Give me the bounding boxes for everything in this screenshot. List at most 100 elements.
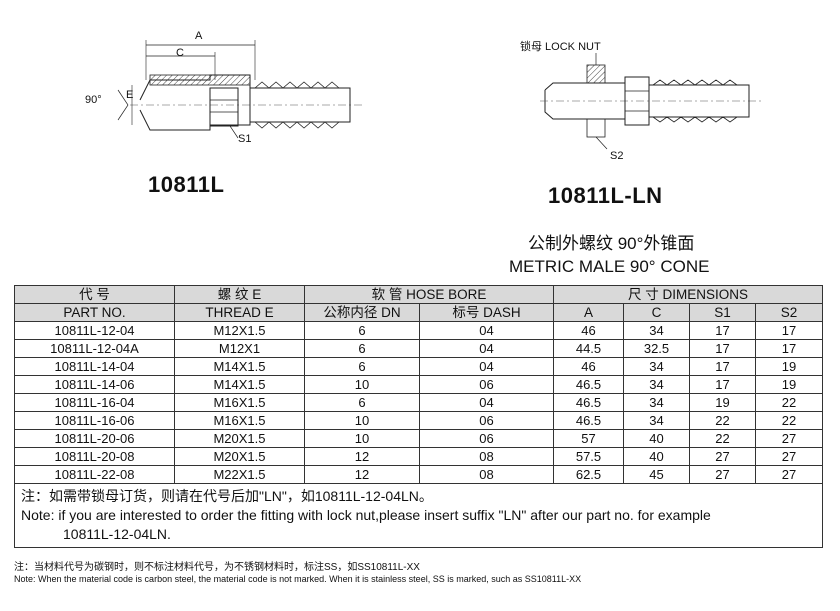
cell-part: 10811L-16-06 xyxy=(14,411,175,430)
cell-dash: 08 xyxy=(419,447,554,466)
table-row: 10811L-12-04 M12X1.5 6 04 46 34 17 17 xyxy=(14,321,824,340)
cell-c: 32.5 xyxy=(623,339,690,358)
cell-s2: 27 xyxy=(754,429,824,448)
cell-part: 10811L-14-04 xyxy=(14,357,175,376)
table-note-row: 注：如需带锁母订货，则请在代号后加"LN"，如10811L-12-04LN。 N… xyxy=(13,483,824,548)
cell-dn: 10 xyxy=(304,429,420,448)
cell-dash: 04 xyxy=(419,321,554,340)
header-dimensions: 尺 寸 DIMENSIONS xyxy=(552,285,824,304)
header-hose-bore: 软 管 HOSE BORE xyxy=(304,285,554,304)
table-row: 10811L-12-04A M12X1 6 04 44.5 32.5 17 17 xyxy=(14,339,824,358)
cell-a: 62.5 xyxy=(553,465,624,484)
cell-a: 46 xyxy=(553,321,624,340)
cell-thread: M14X1.5 xyxy=(174,357,305,376)
header-s1: S1 xyxy=(689,303,756,322)
cell-thread: M16X1.5 xyxy=(174,393,305,412)
header-part-cn: 代 号 xyxy=(14,285,175,304)
table-row: 10811L-20-08 M20X1.5 12 08 57.5 40 27 27 xyxy=(14,447,824,466)
cell-s1: 17 xyxy=(689,357,756,376)
cell-s2: 27 xyxy=(754,465,824,484)
dim-label-s2: S2 xyxy=(610,150,624,162)
cell-dash: 06 xyxy=(419,411,554,430)
cell-part: 10811L-20-06 xyxy=(14,429,175,448)
cell-part: 10811L-20-08 xyxy=(14,447,175,466)
cell-thread: M12X1 xyxy=(174,339,305,358)
cell-dn: 6 xyxy=(304,357,420,376)
table-row: 10811L-14-04 M14X1.5 6 04 46 34 17 19 xyxy=(14,357,824,376)
cell-s1: 27 xyxy=(689,465,756,484)
cell-part: 10811L-16-04 xyxy=(14,393,175,412)
dim-label-a: A xyxy=(195,30,203,42)
cell-s1: 19 xyxy=(689,393,756,412)
header-dn: 公称内径 DN xyxy=(304,303,420,322)
cell-dn: 12 xyxy=(304,465,420,484)
cell-c: 34 xyxy=(623,321,690,340)
cell-part: 10811L-12-04 xyxy=(14,321,175,340)
header-thread-en: THREAD E xyxy=(174,303,305,322)
cell-thread: M16X1.5 xyxy=(174,411,305,430)
table-row: 10811L-22-08 M22X1.5 12 08 62.5 45 27 27 xyxy=(14,465,824,484)
dim-label-c: C xyxy=(176,47,184,59)
cell-thread: M14X1.5 xyxy=(174,375,305,394)
cell-s2: 19 xyxy=(754,357,824,376)
cell-c: 34 xyxy=(623,375,690,394)
note-en-line1: Note: if you are interested to order the… xyxy=(21,507,711,523)
header-s2: S2 xyxy=(754,303,824,322)
cell-thread: M20X1.5 xyxy=(174,429,305,448)
cell-s1: 17 xyxy=(689,321,756,340)
cell-part: 10811L-14-06 xyxy=(14,375,175,394)
dim-label-angle: 90° xyxy=(85,94,102,106)
cell-a: 57.5 xyxy=(553,447,624,466)
cell-c: 45 xyxy=(623,465,690,484)
drawing-10811l xyxy=(117,40,365,139)
cell-a: 46 xyxy=(553,357,624,376)
cell-thread: M22X1.5 xyxy=(174,465,305,484)
table-row: 10811L-14-06 M14X1.5 10 06 46.5 34 17 19 xyxy=(14,375,824,394)
cell-c: 40 xyxy=(623,429,690,448)
header-part-en: PART NO. xyxy=(14,303,175,322)
dim-label-e: E xyxy=(126,89,134,101)
cell-s2: 17 xyxy=(754,339,824,358)
cell-s1: 27 xyxy=(689,447,756,466)
cell-dn: 6 xyxy=(304,339,420,358)
header-dash: 标号 DASH xyxy=(419,303,554,322)
note-en-line2: 10811L-12-04LN. xyxy=(63,526,171,542)
model-title-10811l-ln: 10811L-LN xyxy=(548,183,663,208)
header-a: A xyxy=(553,303,624,322)
cell-dn: 10 xyxy=(304,375,420,394)
model-title-10811l: 10811L xyxy=(148,172,225,197)
cell-s1: 22 xyxy=(689,429,756,448)
cell-part: 10811L-12-04A xyxy=(14,339,175,358)
table-row: 10811L-16-06 M16X1.5 10 06 46.5 34 22 22 xyxy=(14,411,824,430)
cell-s2: 17 xyxy=(754,321,824,340)
cell-s2: 27 xyxy=(754,447,824,466)
cell-dash: 06 xyxy=(419,375,554,394)
cell-dn: 10 xyxy=(304,411,420,430)
cell-dn: 6 xyxy=(304,321,420,340)
cell-s1: 17 xyxy=(689,375,756,394)
footer-note-cn: 注：当材料代号为碳钢时，则不标注材料代号，为不锈钢材料时，标注SS，如SS108… xyxy=(14,562,420,573)
drawing-10811l-ln xyxy=(540,53,763,150)
header-thread-cn: 螺 纹 E xyxy=(174,285,305,304)
cell-c: 34 xyxy=(623,357,690,376)
cell-thread: M20X1.5 xyxy=(174,447,305,466)
subtitle-cn: 公制外螺纹 90°外锥面 xyxy=(528,234,695,253)
cell-s1: 22 xyxy=(689,411,756,430)
table-note: 注：如需带锁母订货，则请在代号后加"LN"，如10811L-12-04LN。 N… xyxy=(13,483,824,548)
cell-s2: 22 xyxy=(754,411,824,430)
cell-dash: 04 xyxy=(419,393,554,412)
cell-c: 40 xyxy=(623,447,690,466)
cell-a: 44.5 xyxy=(553,339,624,358)
cell-a: 46.5 xyxy=(553,393,624,412)
cell-dn: 6 xyxy=(304,393,420,412)
cell-dash: 04 xyxy=(419,339,554,358)
cell-dash: 06 xyxy=(419,429,554,448)
note-cn: 注：如需带锁母订货，则请在代号后加"LN"，如10811L-12-04LN。 xyxy=(21,488,433,504)
header-c: C xyxy=(623,303,690,322)
cell-dash: 04 xyxy=(419,357,554,376)
subtitle-en: METRIC MALE 90° CONE xyxy=(509,257,710,276)
lock-nut-label: 锁母 LOCK NUT xyxy=(520,41,601,53)
cell-thread: M12X1.5 xyxy=(174,321,305,340)
cell-dn: 12 xyxy=(304,447,420,466)
cell-part: 10811L-22-08 xyxy=(14,465,175,484)
